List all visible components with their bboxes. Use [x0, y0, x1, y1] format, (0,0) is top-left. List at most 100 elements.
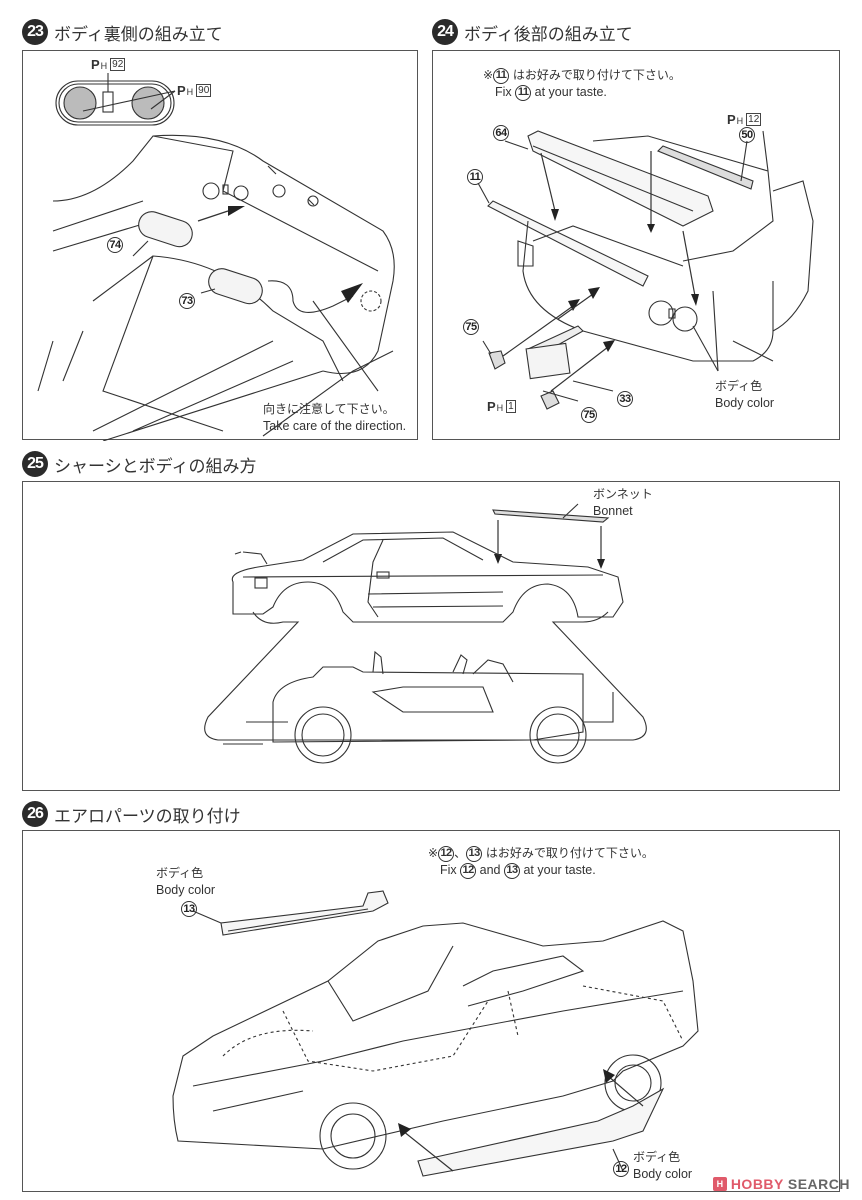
plate-shape — [525, 342, 571, 380]
step-title: ボディ後部の組み立て — [464, 24, 633, 45]
lens-plate-shape — [55, 80, 175, 126]
rear-body-illustration — [477, 130, 814, 410]
part-number-11: 11 — [467, 169, 483, 185]
part-number-13: 13 — [181, 901, 197, 917]
part-74-shape — [138, 211, 193, 248]
note-en-suffix: at your taste. — [523, 863, 596, 877]
part-73-shape — [208, 268, 263, 305]
wing-11-shape — [487, 200, 649, 287]
watermark-suffix: SEARCH — [787, 1176, 850, 1192]
paint-code: 12 — [746, 113, 762, 126]
part-ref-11: 11 — [493, 67, 510, 84]
paint-prefix: P — [487, 399, 496, 414]
direction-note: 向きに注意して下さい。 Take care of the direction. — [263, 401, 406, 435]
body-color-label: ボディ色 Body color — [715, 378, 774, 412]
paint-code: 1 — [506, 400, 516, 413]
paint-code: 92 — [110, 58, 126, 71]
bonnet-jp: ボンネット — [593, 487, 653, 501]
aero-parts-illustration — [172, 890, 699, 1177]
body-color-label-12: ボディ色 Body color — [633, 1149, 692, 1183]
part-number-74: 74 — [107, 237, 123, 253]
bonnet-shape — [492, 509, 610, 523]
part-number-64: 64 — [493, 125, 509, 141]
part-number-75: 75 — [581, 407, 597, 423]
step-number-badge: 26 — [22, 801, 48, 827]
body-color-en: Body color — [156, 883, 216, 897]
body-color-label-13: ボディ色 Body color — [156, 865, 215, 899]
bonnet-label: ボンネット Bonnet — [593, 486, 653, 520]
watermark-brand: HOBBY — [730, 1176, 784, 1192]
step-24-panel: ※11 はお好みで取り付けて下さい。 Fix 11 at your taste.… — [432, 50, 840, 440]
lens-left-shape — [63, 86, 97, 120]
step-26-panel: ※12、13 はお好みで取り付けて下さい。 Fix 12 and 13 at y… — [22, 830, 840, 1192]
marker-75-right-shape — [540, 390, 560, 410]
paint-sub: H — [736, 115, 744, 126]
step-number-badge: 24 — [432, 19, 458, 45]
body-color-jp: ボディ色 — [156, 866, 204, 880]
paint-sub: H — [100, 60, 108, 71]
body-underside-illustration — [37, 73, 395, 441]
paint-prefix: P — [727, 112, 736, 127]
step-26-heading: 26 エアロパーツの取り付け — [22, 800, 241, 828]
watermark-logo-icon: H — [712, 1177, 727, 1191]
step-25-panel: ボンネット Bonnet — [22, 481, 840, 791]
watermark: H HOBBY SEARCH — [712, 1176, 850, 1192]
wing-64-shape — [527, 130, 714, 227]
part-ref-12: 12 — [460, 862, 477, 879]
marker-75-left-shape — [488, 350, 506, 370]
note-en-suffix: at your taste. — [534, 85, 607, 99]
part-number-50: 50 — [739, 127, 755, 143]
part-number-33: 33 — [617, 391, 633, 407]
step-24-heading: 24 ボディ後部の組み立て — [432, 18, 633, 46]
step-title: エアロパーツの取り付け — [54, 806, 241, 827]
paint-prefix: P — [91, 57, 100, 72]
note-jp: 向きに注意して下さい。 — [263, 402, 395, 416]
part-ref-13: 13 — [503, 862, 520, 879]
note-en-prefix: Fix — [440, 863, 457, 877]
body-color-en: Body color — [633, 1167, 693, 1181]
chassis-shape — [272, 666, 584, 743]
body-color-jp: ボディ色 — [715, 379, 763, 393]
body-color-jp: ボディ色 — [633, 1150, 681, 1164]
step-number-badge: 23 — [22, 19, 48, 45]
step-title: シャーシとボディの組み方 — [54, 456, 257, 477]
part-ref-13: 13 — [466, 845, 483, 862]
paint-prefix: P — [177, 83, 186, 98]
paint-sub: H — [186, 86, 194, 97]
aero-part-12-shape — [417, 1087, 665, 1177]
optional-note-11: ※11 はお好みで取り付けて下さい。 Fix 11 at your taste. — [483, 67, 681, 101]
step-25-heading: 25 シャーシとボディの組み方 — [22, 450, 256, 478]
paint-code: 90 — [196, 84, 212, 97]
part-number-12: 12 — [613, 1161, 629, 1177]
aero-part-13-shape — [220, 890, 389, 936]
step-23-heading: 23 ボディ裏側の組み立て — [22, 18, 223, 46]
part-ref-12: 12 — [438, 845, 455, 862]
bonnet-en: Bonnet — [593, 504, 633, 518]
car-body-shape — [172, 920, 699, 1150]
step-title: ボディ裏側の組み立て — [54, 24, 223, 45]
part-ref-11: 11 — [515, 84, 532, 101]
note-en-prefix: Fix — [495, 85, 512, 99]
optional-note-12-13: ※12、13 はお好みで取り付けて下さい。 Fix 12 and 13 at y… — [428, 845, 654, 879]
chassis-body-illustration — [204, 503, 647, 764]
note-mark: ※ — [428, 846, 439, 860]
body-shell-shape — [231, 531, 624, 623]
part-number-75: 75 — [463, 319, 479, 335]
note-en: Take care of the direction. — [263, 419, 407, 433]
note-jp: はお好みで取り付けて下さい。 — [512, 68, 681, 82]
note-jp: はお好みで取り付けて下さい。 — [485, 846, 654, 860]
step-number-badge: 25 — [22, 451, 48, 477]
paint-sub: H — [496, 402, 504, 413]
part-number-73: 73 — [179, 293, 195, 309]
platform-outline-shape — [204, 611, 647, 741]
body-color-en: Body color — [715, 396, 775, 410]
note-sep: 、 — [454, 846, 467, 860]
note-en-and: and — [479, 863, 501, 877]
part-50-shape — [657, 145, 754, 190]
note-mark: ※ — [483, 68, 494, 82]
